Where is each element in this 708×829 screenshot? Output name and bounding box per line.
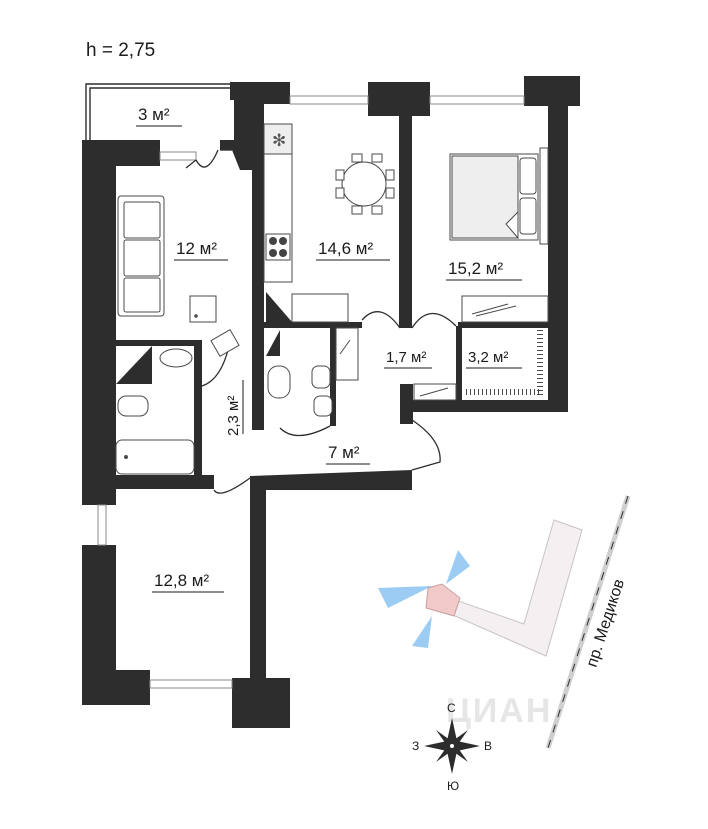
wall-kitchen-left [252, 104, 264, 430]
wall-left-north [82, 140, 116, 505]
bedroom-desk [461, 295, 549, 323]
wall-wardrobe-top [458, 322, 550, 328]
wall-top-living [116, 140, 160, 166]
snowflake-icon: ✻ [272, 131, 286, 150]
compass-rose-icon [424, 718, 480, 774]
wall-bath-bottom [82, 475, 214, 489]
view-ray-west [378, 586, 432, 608]
wall-left-south [82, 545, 116, 705]
compass-north: С [447, 701, 456, 715]
washing-machine [210, 329, 240, 357]
apartment-highlight [425, 583, 461, 617]
area-balcony: 3 м² [138, 105, 170, 124]
window-living [159, 151, 197, 161]
walls [82, 76, 580, 728]
window-south [149, 679, 233, 689]
area-bedroom: 15,2 м² [448, 259, 503, 278]
window-kitchen [289, 95, 369, 105]
duct-wc [266, 330, 280, 356]
compass-west: З [412, 739, 419, 753]
area-corridor: 7 м² [328, 443, 360, 462]
view-ray-south [412, 616, 432, 648]
sofa [117, 195, 165, 317]
room-labels: 3 м² 12 м² 14,6 м² 15,2 м² 1,7 м² 3,2 м²… [136, 105, 522, 593]
windows [97, 95, 525, 689]
watermark: ЦИАН [446, 692, 552, 730]
duct-kitchen [266, 292, 292, 322]
duct-bath [116, 346, 152, 384]
area-kitchen: 14,6 м² [318, 239, 373, 258]
site-plan: пр. Медиков ЦИАН [378, 495, 631, 749]
wall-bedroom-bottom [412, 400, 568, 412]
dining-table [335, 153, 395, 215]
area-hall-small: 1,7 м² [386, 349, 426, 366]
compass-east: В [484, 739, 492, 753]
wall-kitchen-bedroom [399, 116, 412, 328]
wall-pier-mid [368, 82, 430, 116]
area-bedroom-south: 12,8 м² [154, 571, 209, 590]
ceiling-height-label: h = 2,75 [86, 40, 155, 61]
wall-wc-right [330, 326, 336, 426]
hob [265, 233, 291, 261]
street-name: пр. Медиков [584, 577, 628, 669]
bathroom-fixtures [115, 348, 195, 475]
wall-corridor-bottom [250, 470, 412, 680]
window-bedroom [429, 95, 525, 105]
wall-south-left-corner [116, 670, 150, 705]
fridge [263, 123, 293, 155]
shower-tray [189, 295, 217, 323]
wardrobe-rail [466, 330, 543, 398]
balcony [85, 83, 234, 142]
hall-cabinet [335, 327, 359, 381]
wall-south-stub [262, 704, 290, 728]
area-living: 12 м² [176, 239, 217, 258]
wall-living-bottom [116, 340, 196, 346]
area-corridor-left: 2,3 м² [225, 396, 242, 436]
view-ray-north [446, 550, 470, 584]
wall-bath-right [194, 340, 202, 475]
compass-south: Ю [447, 779, 459, 793]
wall-right [548, 76, 568, 412]
wc-fixtures [267, 365, 333, 417]
wall-hall-right [400, 384, 413, 424]
doors [185, 149, 457, 494]
kitchen-counter: ✻ [263, 123, 349, 323]
area-wardrobe: 3,2 м² [468, 349, 508, 366]
wall-wardrobe-left [456, 326, 462, 402]
window-corridor [97, 504, 107, 546]
building-footprint [445, 519, 583, 657]
bed [449, 147, 549, 245]
wall-wc-top [262, 322, 362, 328]
